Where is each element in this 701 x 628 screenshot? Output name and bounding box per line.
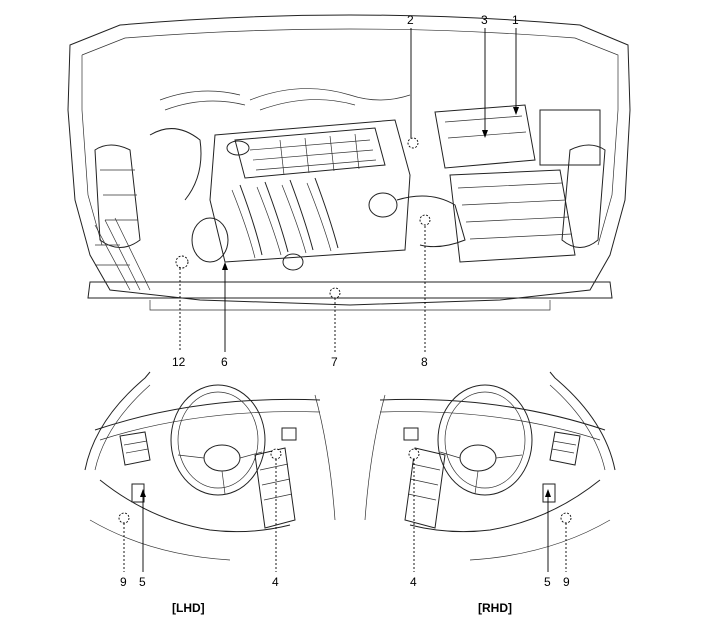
lhd-callout-labels: 9 5 4 [LHD] [120,575,279,615]
engine-callout-labels: 2 3 1 12 6 7 8 [172,13,519,369]
engine-leader-lines [179,28,519,352]
callout-12: 12 [172,355,186,369]
rhd-callout-4: 4 [410,575,417,589]
rhd-callout-labels: 4 5 9 [RHD] [410,575,570,615]
rhd-callout-5: 5 [544,575,551,589]
callout-8: 8 [421,355,428,369]
rhd-interior-illustration [364,371,616,561]
lhd-interior-illustration [84,371,336,561]
lhd-callout-4: 4 [272,575,279,589]
rhd-caption: [RHD] [478,601,512,615]
callout-6: 6 [221,355,228,369]
lhd-leader-lines [123,459,277,572]
engine-bay-illustration [67,14,631,311]
lhd-caption: [LHD] [172,601,205,615]
callout-3: 3 [481,13,488,27]
rhd-leader-lines [413,459,567,572]
callout-1: 1 [512,13,519,27]
lhd-callout-5: 5 [139,575,146,589]
callout-7: 7 [331,355,338,369]
lhd-callout-9: 9 [120,575,127,589]
callout-2: 2 [407,13,414,27]
rhd-callout-9: 9 [563,575,570,589]
